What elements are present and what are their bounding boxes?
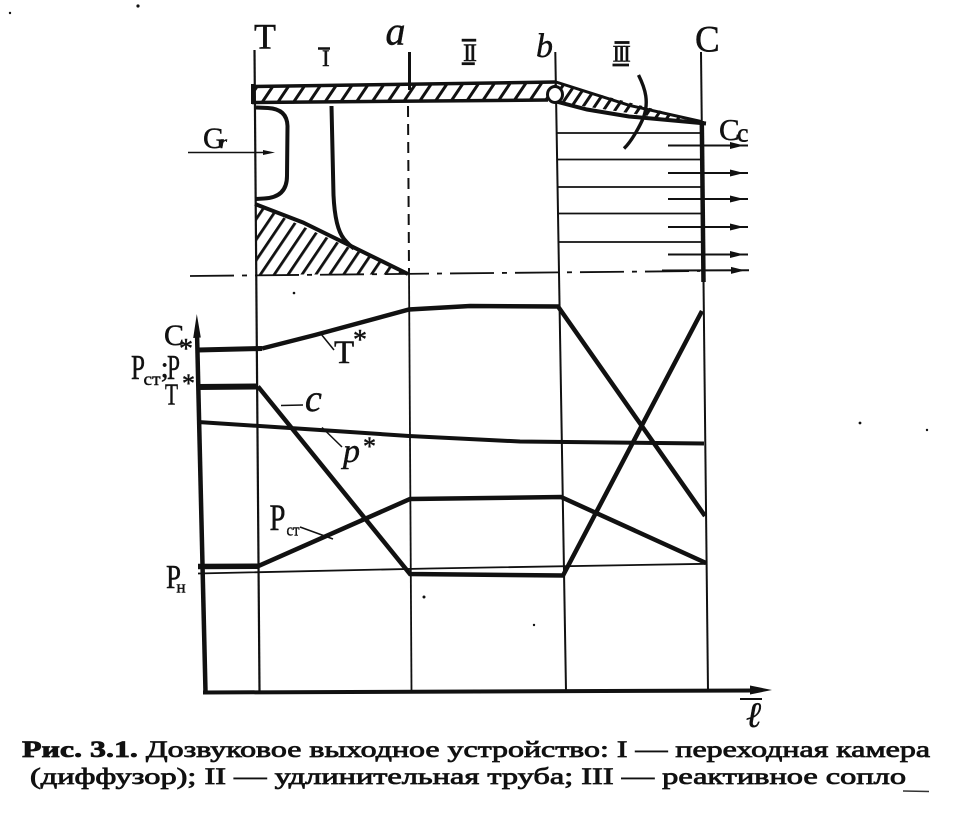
svg-text:ст: ст [144,369,161,389]
svg-text:*: * [353,325,367,356]
svg-text:*: * [179,334,193,365]
svg-text:Т: Т [254,17,276,57]
svg-text:С: С [719,112,740,147]
svg-text:С: С [695,20,720,61]
svg-text:а: а [386,9,406,54]
svg-text:ℓ: ℓ [746,695,761,735]
svg-text:I: I [618,42,626,67]
svg-text:r: r [220,132,228,152]
svg-text:с: с [737,119,749,148]
svg-text:C: C [164,319,184,352]
svg-text:Р: Р [270,498,286,539]
svg-text:*: * [363,432,376,461]
svg-text:Р: Р [167,348,180,387]
svg-text:*: * [182,369,195,398]
svg-text:с: с [305,378,322,420]
svg-text:I: I [613,42,621,67]
svg-text:Р: Р [131,348,145,387]
svg-text:;: ; [161,351,169,384]
svg-text:н: н [177,578,186,597]
svg-text:G: G [203,122,225,155]
svg-text:Т: Т [334,335,354,371]
svg-text:I: I [463,40,471,67]
svg-text:b: b [536,28,553,65]
svg-text:Т: Т [165,377,178,412]
svg-text:ст: ст [287,521,300,540]
svg-text:(диффузор); II — удлинительная: (диффузор); II — удлинительная труба; II… [30,764,906,789]
svg-text:I: I [623,42,631,67]
svg-text:Рис. 3.1. Дозвуковое выходное: Рис. 3.1. Дозвуковое выходное устройство… [22,737,930,762]
svg-text:р: р [341,433,360,470]
svg-text:I: I [469,40,477,67]
svg-text:I: I [322,46,330,71]
svg-text:Р: Р [166,559,181,596]
